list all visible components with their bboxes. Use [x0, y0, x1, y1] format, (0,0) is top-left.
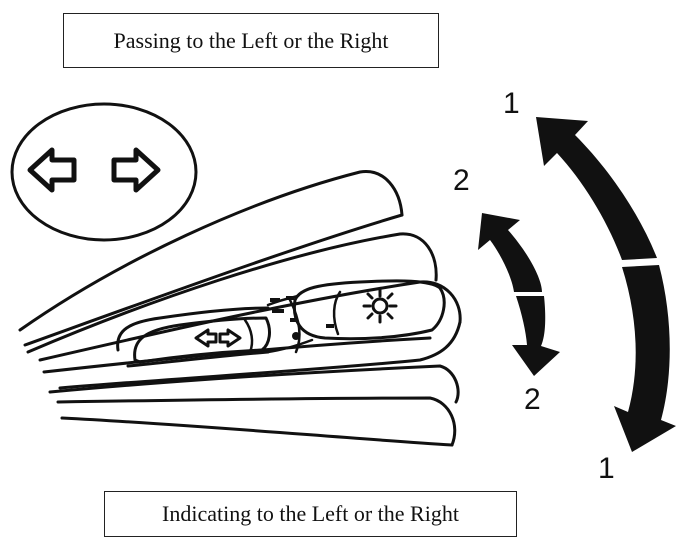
indicating-caption: Indicating to the Left or the Right — [104, 491, 517, 537]
headlight-icon — [362, 288, 398, 324]
lever-markings — [270, 296, 334, 340]
indicating-arrows — [478, 213, 560, 376]
turn-signal-symbol — [10, 102, 198, 242]
double-arrow-icon — [27, 147, 161, 193]
passing-caption: Passing to the Left or the Right — [63, 13, 439, 68]
indicating-position-upper-label: 2 — [453, 164, 470, 197]
stalk-lever — [18, 170, 462, 447]
lever-indicator-icon — [194, 328, 242, 348]
passing-position-lower-label: 1 — [598, 452, 615, 485]
passing-arrows — [536, 117, 676, 452]
indicating-position-lower-label: 2 — [524, 383, 541, 416]
passing-position-upper-label: 1 — [503, 87, 520, 120]
